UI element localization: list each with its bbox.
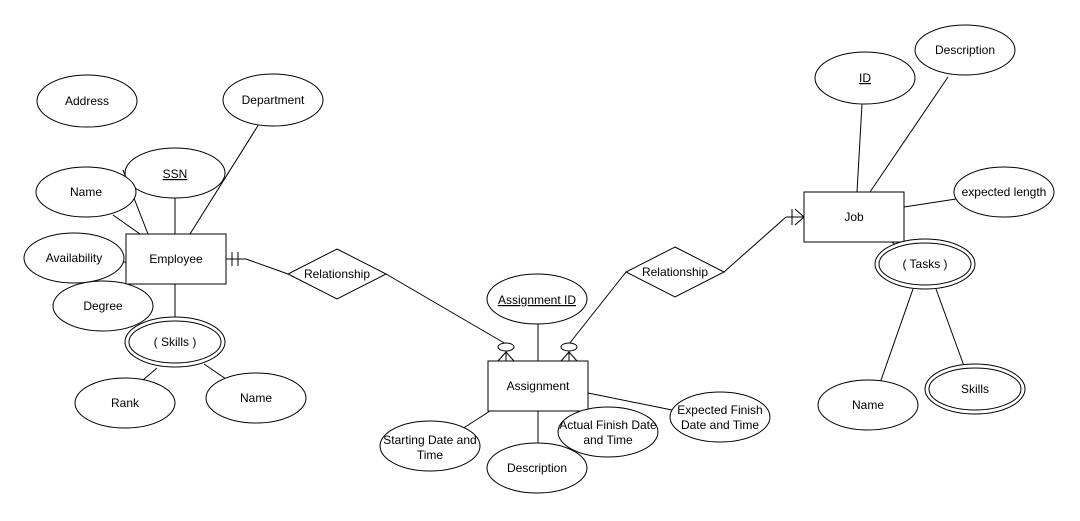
edge-assignment-starting [461, 410, 491, 430]
edge-assignment-rel2 [568, 271, 627, 345]
crow-foot-left-a [497, 351, 507, 362]
assignment-description-attribute[interactable] [486, 442, 588, 494]
edge-id-job [856, 103, 863, 193]
task-skills-label: Skills [961, 382, 989, 396]
assignment-group: Assignment ID Assignment Starting Date a… [379, 273, 771, 494]
actual-finish-label-line2: and Time [583, 433, 633, 447]
assignment-description-label: Description [507, 461, 567, 475]
crow-foot-right-a [560, 351, 570, 362]
edge-rel1-assignment [385, 273, 507, 345]
name-label: Name [70, 185, 102, 199]
edge-job-expectedlength [903, 198, 957, 208]
assignment-id-attribute[interactable] [486, 273, 588, 325]
skill-name-label: Name [240, 391, 272, 405]
ssn-label: SSN [163, 167, 188, 181]
crow-foot-left-b [505, 351, 515, 362]
crow-foot-job-a [794, 208, 805, 218]
tasks-multivalued-inner [878, 242, 972, 286]
zero-circle-right [560, 342, 578, 352]
rank-attribute[interactable] [74, 377, 176, 429]
starting-date-label-line2: Time [417, 448, 444, 462]
edge-tasks-skills [935, 288, 965, 367]
availability-attribute[interactable] [23, 232, 125, 284]
assignment-label: Assignment [507, 379, 570, 393]
expected-length-label: expected length [962, 185, 1047, 199]
crow-foot-job-b [794, 216, 805, 226]
actual-finish-attribute[interactable] [557, 406, 659, 458]
edge-rel2-job-a [723, 216, 787, 273]
tasks-label: ( Tasks ) [902, 257, 947, 271]
relationship-2-label: Relationship [642, 265, 708, 279]
department-label: Department [242, 93, 305, 107]
expected-finish-label-line1: Expected Finish [677, 403, 762, 417]
assignment-entity[interactable] [487, 360, 589, 412]
edge-skills-name [203, 363, 227, 380]
expected-finish-attribute[interactable] [669, 391, 771, 443]
edge-employee-rel1-b [245, 258, 289, 275]
starting-date-label-line1: Starting Date and [383, 433, 476, 447]
expected-finish-label-line2: Date and Time [681, 418, 759, 432]
cardinality-markers [231, 208, 805, 362]
actual-finish-label-line1: Actual Finish Date [559, 418, 657, 432]
rank-label: Rank [111, 396, 140, 410]
job-id-attribute[interactable] [814, 51, 916, 105]
job-label: Job [844, 210, 864, 224]
department-attribute[interactable] [222, 73, 324, 127]
edge-skills-rank [142, 367, 158, 381]
job-group: ID Description Job expected length ( Tas… [803, 24, 1055, 431]
address-attribute[interactable] [36, 74, 138, 128]
employee-group: Address Department SSN Name Availability… [23, 73, 324, 429]
zero-circle-left [497, 342, 515, 352]
job-entity[interactable] [803, 191, 905, 243]
availability-label: Availability [46, 251, 102, 265]
relationships: Relationship Relationship [286, 246, 726, 300]
job-id-label: ID [859, 71, 871, 85]
edge-department-employee [189, 123, 260, 235]
degree-label: Degree [83, 299, 123, 313]
skills-multivalued-inner [128, 320, 222, 364]
relationship-1-label: Relationship [304, 267, 370, 281]
skill-name-attribute[interactable] [205, 372, 307, 424]
task-name-attribute[interactable] [817, 379, 919, 431]
job-assignment-relationship[interactable] [624, 246, 726, 298]
degree-attribute[interactable] [52, 280, 154, 332]
assignment-id-label: Assignment ID [498, 293, 576, 307]
name-attribute[interactable] [35, 166, 137, 218]
job-description-label: Description [935, 43, 995, 57]
ssn-attribute[interactable] [124, 147, 226, 199]
job-description-attribute[interactable] [914, 24, 1016, 76]
address-label: Address [65, 94, 109, 108]
crow-foot-right-b [568, 351, 578, 362]
task-skills-multivalued-inner [928, 367, 1022, 411]
edge-name-employee [112, 214, 141, 235]
employee-label: Employee [149, 252, 203, 266]
skills-label: ( Skills ) [154, 335, 197, 349]
edge-description-job [869, 76, 949, 193]
edge-tasks-name [879, 288, 914, 384]
expected-length-attribute[interactable] [953, 166, 1055, 218]
starting-date-attribute[interactable] [379, 420, 481, 472]
employee-entity[interactable] [125, 233, 227, 285]
employee-assignment-relationship[interactable] [286, 248, 388, 300]
edge-assignment-expected [587, 392, 673, 411]
task-name-label: Name [852, 398, 884, 412]
